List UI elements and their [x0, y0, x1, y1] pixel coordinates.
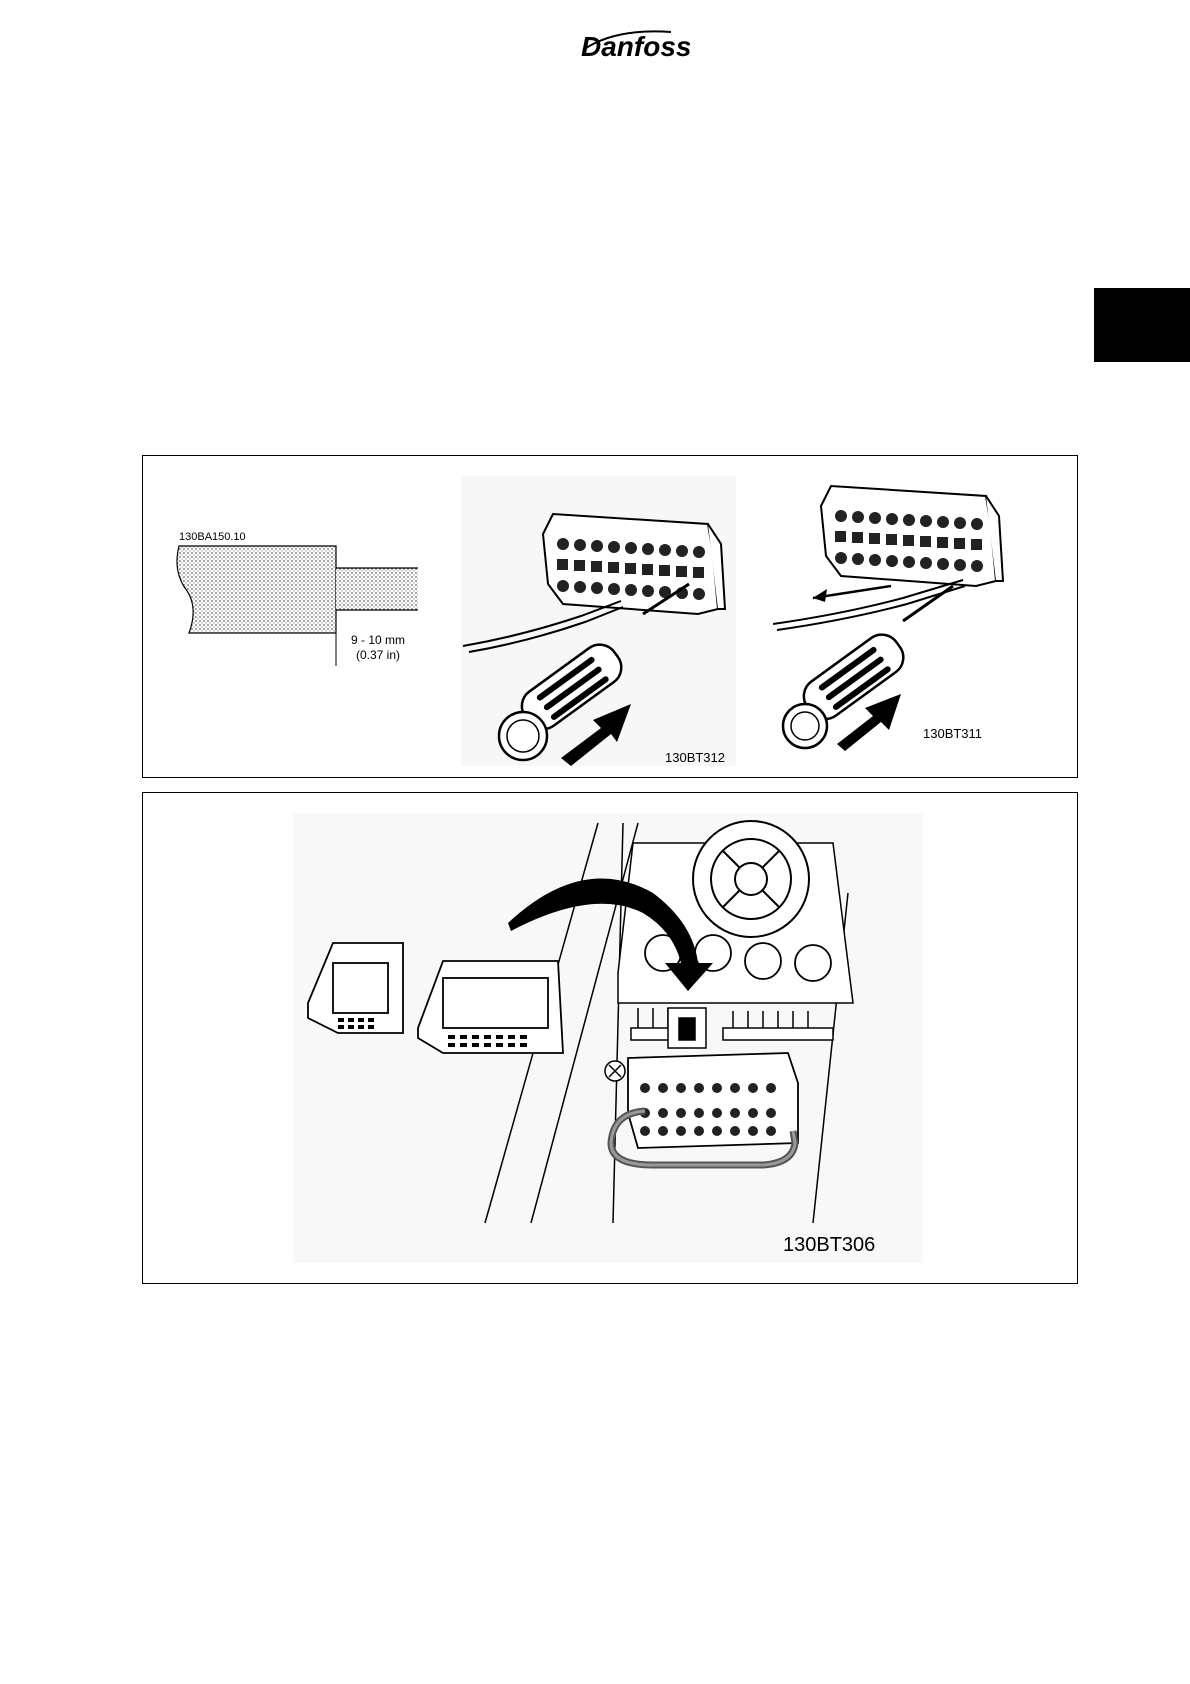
svg-text:Danfoss: Danfoss	[581, 31, 690, 62]
danfoss-logo: Danfoss	[581, 30, 690, 62]
wire-remove-drawing: 130BT311	[773, 484, 1005, 751]
loose-plug-large	[417, 960, 564, 1054]
installed-terminal-block	[627, 1052, 799, 1149]
pull-arrow	[812, 584, 892, 600]
push-arrow	[561, 704, 631, 766]
wire-terminal-illustration-panel: 130BA150.10 9 - 10 mm (0.37 in)	[142, 455, 1078, 778]
wire-strip-length-drawing: 130BA150.10 9 - 10 mm (0.37 in)	[176, 531, 418, 666]
chapter-tab-marker	[1094, 288, 1190, 362]
header-pins	[630, 1007, 834, 1049]
screwdriver-handle	[802, 633, 905, 721]
keypad-button	[744, 942, 782, 980]
wire-insert-drawing: 130BT312	[461, 476, 736, 766]
ref-code-130ba150: 130BA150.10	[179, 531, 246, 543]
terminal-block	[541, 512, 727, 616]
wire	[462, 600, 622, 647]
jumper-connector-drawing: 130BT306	[293, 813, 923, 1263]
screwdriver-shaft	[642, 582, 690, 616]
strip-length-mm: 9 - 10 mm	[351, 633, 405, 647]
push-arrow	[837, 694, 901, 751]
ref-code-130bt312: 130BT312	[665, 750, 725, 765]
ref-code-130bt311: 130BT311	[923, 726, 982, 741]
strip-length-in: (0.37 in)	[356, 648, 400, 662]
terminal-block	[819, 484, 1005, 588]
loose-plug-small	[307, 942, 404, 1034]
keypad-button	[794, 944, 832, 982]
wire	[773, 579, 964, 625]
jumper-connector-illustration-panel: 130BT306	[142, 792, 1078, 1284]
ref-code-130bt306: 130BT306	[783, 1234, 875, 1256]
screwdriver-shaft	[902, 584, 954, 623]
move-arrow	[508, 878, 713, 991]
